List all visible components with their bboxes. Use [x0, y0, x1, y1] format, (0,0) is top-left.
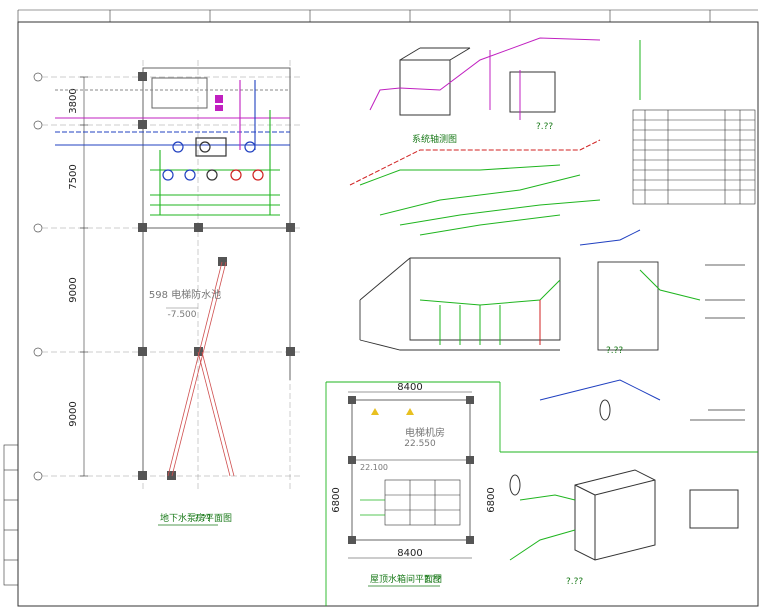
pit-piping	[419, 269, 701, 345]
pipe-runs-left	[55, 80, 290, 216]
iso-caption-4: ?.??	[566, 577, 583, 587]
dim-9000-b: 9000	[68, 401, 79, 426]
iso-caption-2: ?.??	[536, 122, 553, 132]
lower-isometric-diagram	[509, 379, 739, 561]
legend-table	[632, 109, 756, 205]
left-plan: 3800 7500 9000 9000	[33, 60, 300, 526]
axis-bubbles	[33, 72, 43, 481]
tank-piping	[360, 499, 385, 516]
vertical-dimension-line	[80, 76, 88, 477]
bottom-columns	[348, 396, 474, 544]
left-level: -7.500	[167, 310, 196, 320]
bottom-side-dim-left: 6800	[331, 487, 342, 512]
warning-triangle-icon-2	[406, 408, 414, 415]
bottom-caption: 屋顶水箱间平面图	[370, 573, 442, 585]
pump-pit-perspective	[359, 257, 659, 351]
sheet-border	[17, 21, 759, 607]
warning-triangle-icon	[371, 408, 379, 415]
grid-lines	[42, 60, 300, 490]
valve-symbols-right	[690, 264, 745, 421]
pump-group	[162, 95, 264, 181]
water-tank-grid	[384, 479, 461, 526]
ramp-diagonals	[167, 261, 235, 477]
left-caption-scale: ?.??	[194, 514, 211, 524]
bottom-level: 22.550	[404, 439, 436, 449]
bottom-room-label: 电梯机房	[405, 426, 445, 439]
left-room-label: 598 电梯防水池	[149, 288, 221, 301]
iso-caption-1: 系统轴测图	[412, 133, 457, 145]
top-tick-row	[17, 9, 758, 22]
bottom-bottom-dim: 8400	[397, 548, 422, 559]
left-title-strip	[3, 444, 19, 586]
bottom-top-dim: 8400	[397, 382, 422, 393]
upper-isometric-diagrams	[349, 37, 641, 246]
structural-columns	[138, 72, 295, 480]
bottom-sub-level: 22.100	[360, 463, 388, 472]
bottom-side-dim-right: 6800	[486, 487, 497, 512]
dim-7500: 7500	[68, 164, 79, 189]
building-walls	[142, 67, 291, 480]
dim-3800: 3800	[68, 88, 79, 113]
bottom-plan: 8400 电梯机房 22.550 22.100 8400	[331, 382, 497, 587]
bottom-caption-scale: ?.??	[424, 575, 441, 585]
left-caption: 地下水泵房平面图	[160, 512, 232, 524]
iso-caption-3: ?.??	[606, 346, 623, 356]
dim-9000-a: 9000	[68, 277, 79, 302]
bottom-sheet-frame	[325, 381, 758, 606]
